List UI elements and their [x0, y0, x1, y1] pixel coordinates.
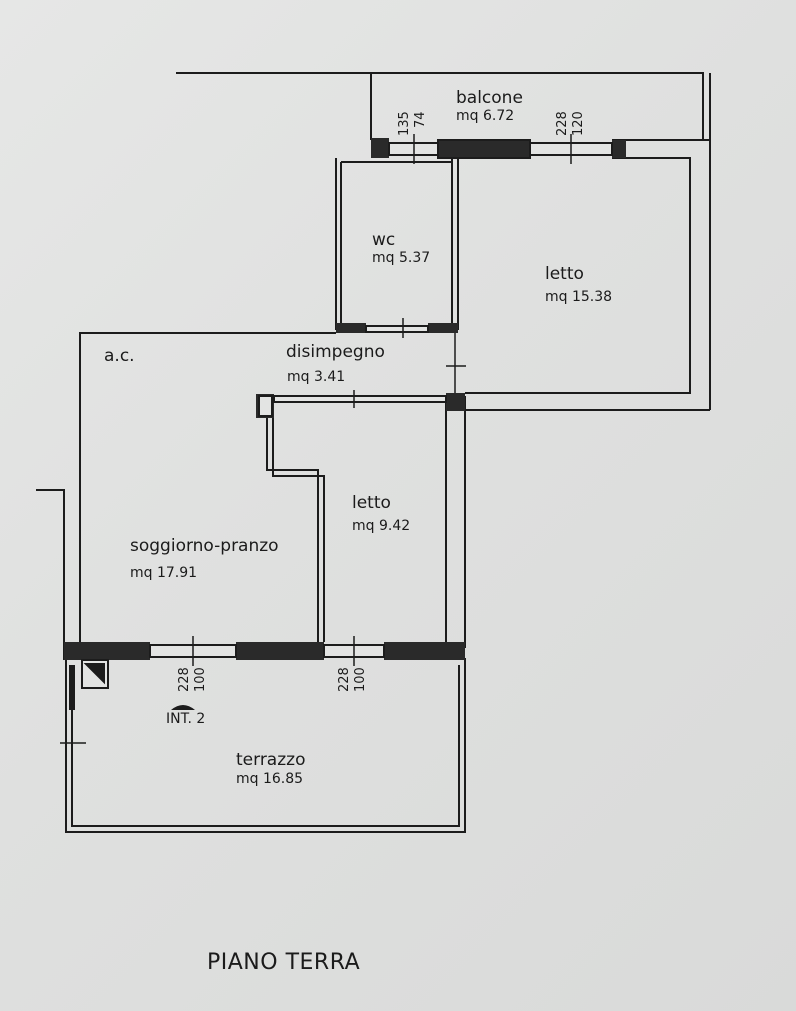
entrance-label: INT. 2 [166, 711, 206, 727]
room-name-letto-large: letto [545, 264, 584, 284]
dim-letto-window-width: 228 [555, 111, 570, 136]
balcone-outline [176, 72, 704, 140]
window-frame [273, 395, 447, 403]
room-name-disimpegno: disimpegno [286, 342, 385, 362]
room-area-letto-small: mq 9.42 [352, 518, 411, 534]
soggiorno-outer-wall-left [36, 489, 65, 660]
wall-block [236, 642, 324, 660]
dim-soggiorno-window-width: 228 [177, 667, 192, 692]
room-name-wc: wc [372, 230, 396, 250]
wall-block-hollow [258, 395, 273, 417]
room-name-balcone: balcone [456, 88, 523, 108]
soggiorno-outer-wall [79, 332, 336, 642]
wall-block [446, 393, 465, 411]
terrazzo-outline-inner [71, 665, 460, 827]
wall-block [612, 140, 626, 158]
letto-small-partition-inner [272, 418, 325, 642]
room-name-soggiorno: soggiorno-pranzo [130, 536, 279, 556]
wall-block [371, 138, 389, 158]
room-name-ac: a.c. [104, 346, 135, 366]
letto-large-inner-wall [465, 157, 691, 394]
wall-block [437, 139, 531, 159]
window-frame [365, 325, 429, 333]
wall-block [336, 323, 366, 333]
dim-wc-window-width: 135 [397, 111, 412, 136]
room-area-soggiorno: mq 17.91 [130, 565, 198, 581]
plan-title: PIANO TERRA [207, 950, 361, 975]
dim-letto-small-window-height: 100 [353, 667, 368, 692]
dim-letto-window-height: 120 [571, 111, 586, 136]
letto-small-partition [266, 418, 319, 642]
wall-block [64, 642, 150, 660]
shaft-fill [83, 663, 105, 685]
terrazzo-outline [65, 658, 466, 833]
room-area-disimpegno: mq 3.41 [287, 369, 346, 385]
entrance-arrow-icon [171, 705, 195, 710]
room-name-letto-small: letto [352, 493, 391, 513]
room-area-balcone: mq 6.72 [456, 108, 515, 124]
dim-soggiorno-window-height: 100 [193, 667, 208, 692]
dim-wc-window-height: 74 [413, 111, 428, 128]
room-area-terrazzo: mq 16.85 [236, 771, 304, 787]
room-area-letto-large: mq 15.38 [545, 289, 613, 305]
wall-block [428, 323, 458, 333]
wall-block [384, 642, 465, 660]
room-name-terrazzo: terrazzo [236, 750, 306, 770]
room-area-wc: mq 5.37 [372, 250, 431, 266]
dim-letto-small-window-width: 228 [337, 667, 352, 692]
